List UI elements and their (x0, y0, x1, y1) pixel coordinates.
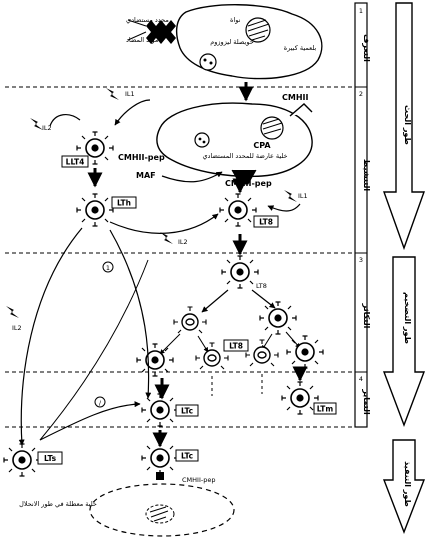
ltm-cell (281, 381, 319, 415)
cpa-label: CPA (253, 141, 271, 150)
lt8-box-a: LT8 (253, 215, 279, 228)
il2-label-b: IL2 (178, 238, 188, 246)
lt8-gen2-d (286, 335, 324, 369)
big-arrow-execution: طور التنفيذ (382, 439, 426, 534)
arrow-maf (161, 171, 223, 183)
lt8-gen2-b (195, 342, 229, 370)
lt8-daughter-right (259, 301, 297, 335)
arrow-il1-to-lt8 (267, 203, 301, 212)
svg-text:طور التنفيذ: طور التنفيذ (403, 461, 412, 507)
lt4-box: LLT4 (61, 155, 89, 168)
target-cell (89, 483, 235, 537)
ltc-cell-b (141, 441, 179, 475)
antigen-determinant-label: محدد مستضادي (126, 16, 169, 24)
circle-marker-2-text: / (99, 399, 102, 407)
maf-label: MAF (136, 171, 156, 180)
il2-label-a: IL2 (42, 124, 52, 132)
arrow-gen2-b (197, 335, 209, 353)
svg-text:LLT4: LLT4 (66, 158, 85, 167)
arrow-il2-loop (49, 114, 81, 127)
cmhii-label: CMHII (282, 93, 309, 102)
macrophage-label: بلعمية كبيرة (284, 44, 317, 52)
ltc-cell-a (141, 393, 179, 427)
phase-activation: التنشيط (362, 159, 371, 192)
big-arrow-induction: طور الحث (383, 2, 425, 251)
target-cell-label: خلية معطلة في طور الانحلال (19, 500, 97, 508)
lts-box: LTs (37, 451, 63, 465)
il1-right-label: IL1 (298, 192, 308, 200)
lt8-label-c: LT8 (256, 282, 267, 290)
il2-bolt-icon-c (6, 306, 19, 318)
phase-number-1: 1 (359, 7, 363, 15)
ltc-box-b: LTc (175, 449, 199, 462)
svg-text:LTs: LTs (44, 454, 57, 463)
lt8-daughter-left (173, 306, 207, 334)
big-arrow-amplification: طور التضخيم (382, 256, 426, 427)
phase-differentiation: التمايز (362, 388, 371, 415)
cmhii-pep-label-2: CMHII-pep (225, 179, 272, 188)
cmhii-pep-label-3: CMHII-pep (182, 476, 215, 484)
phase-number-2: 2 (359, 90, 363, 98)
svg-text:طور التضخيم: طور التضخيم (403, 292, 412, 344)
svg-text:LTc: LTc (181, 452, 193, 461)
lth-box: LTh (111, 196, 137, 209)
phase-bar: 1 2 3 4 التعرف التنشيط التكاثر التمايز (354, 2, 371, 428)
antigen (127, 19, 176, 44)
lt8-cell-multiplication (221, 255, 259, 289)
lysosome-vesicle-label: حويصلة ليزوزوم (210, 38, 254, 46)
lts-cell (3, 443, 41, 477)
lt8-cell-activation (219, 193, 257, 227)
arrow-lts-to-lth (39, 259, 149, 441)
lt8-box-b: LT8 (223, 339, 249, 352)
svg-text:طور الحث: طور الحث (403, 105, 412, 145)
phase-recognition: التعرف (362, 34, 371, 62)
phase-number-4: 4 (359, 375, 363, 383)
antigen-label: مولد المضاد (126, 36, 158, 44)
il1-bolt-icon (106, 88, 119, 100)
il1-top-label: IL1 (125, 90, 135, 98)
cmhii-pep-label-1: CMHII-pep (118, 153, 165, 162)
ltm-box: LTm (313, 402, 337, 415)
nucleus-label: نواة (230, 16, 241, 24)
phase-multiplication: التكاثر (362, 303, 371, 329)
phase-number-3: 3 (359, 256, 363, 264)
arrow-il1-to-lt4 (114, 99, 151, 126)
svg-text:LTh: LTh (117, 199, 131, 208)
contact-square (156, 472, 164, 480)
svg-text:LT8: LT8 (259, 218, 273, 227)
arrow-lth-to-lts (18, 227, 83, 446)
svg-text:LT8: LT8 (229, 342, 243, 351)
arrow-split-right (251, 289, 276, 309)
svg-text:LTc: LTc (181, 407, 193, 416)
macrophage (175, 4, 323, 80)
arrow-lth-to-ltc (109, 229, 152, 399)
circle-marker-1 (102, 261, 114, 273)
cpa-cell (156, 102, 313, 185)
circle-marker-2 (94, 396, 106, 408)
svg-text:LTm: LTm (317, 405, 334, 414)
il1-bolt-icon-right (284, 190, 297, 202)
arrow-split-left (201, 289, 229, 313)
lt8-gen2-a (136, 343, 174, 377)
arrow-lts-to-ltc (39, 401, 141, 441)
lt8-gen2-c (245, 339, 279, 367)
il2-label-c: IL2 (12, 324, 22, 332)
circle-marker-1-text: 1 (106, 264, 110, 272)
lth-cell (76, 193, 114, 227)
cpa-description: خلية عارضة للمحدد المستضادي (202, 152, 287, 160)
arrow-lth-to-lt8-il2 (109, 213, 219, 234)
arrow-gen2-d (285, 331, 301, 349)
arrow-gen2-a (159, 333, 181, 355)
ltc-box-a: LTc (175, 404, 199, 417)
